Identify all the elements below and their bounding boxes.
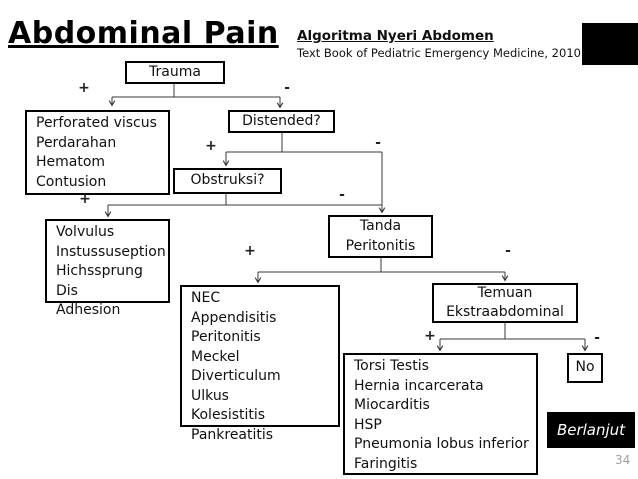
node-label: Ekstraabdominal xyxy=(446,304,564,320)
node-perforated-viscus: Perforated viscus Perdarahan Hematom Con… xyxy=(25,110,170,195)
diagnosis-item: NEC xyxy=(191,290,221,306)
node-no: No xyxy=(567,353,603,383)
reference-heading: Algoritma Nyeri Abdomen xyxy=(297,28,494,44)
branch-label-distended-minus: - xyxy=(375,135,381,151)
diagnosis-item: Meckel Diverticulum xyxy=(191,348,281,385)
branch-label-trauma-minus: - xyxy=(284,80,290,96)
diagnosis-item: Pankreatitis xyxy=(191,426,274,443)
node-label: Temuan xyxy=(477,284,533,301)
reference-source: Text Book of Pediatric Emergency Medicin… xyxy=(297,45,581,60)
node-temuan-ekstraabdominal: Temuan Ekstraabdominal xyxy=(432,283,578,323)
node-label: Obstruksi? xyxy=(190,172,265,189)
node-trauma: Trauma xyxy=(125,61,225,84)
corner-decoration xyxy=(582,23,638,65)
diagnosis-item: Faringitis xyxy=(354,455,418,472)
diagnosis-item: Peritonitis xyxy=(191,329,261,345)
node-label: Tanda xyxy=(359,218,402,234)
node-tanda-peritonitis: Tanda Peritonitis xyxy=(328,215,433,258)
diagnosis-item: Instussuseption xyxy=(56,243,166,260)
page-title: Abdominal Pain xyxy=(8,16,279,51)
diagnosis-item: Ulkus xyxy=(191,387,229,404)
branch-label-peritonitis-minus: - xyxy=(505,243,511,259)
node-distended: Distended? xyxy=(228,110,335,133)
diagnosis-item: Volvulus xyxy=(56,224,115,240)
node-label: Trauma xyxy=(149,63,201,80)
branch-label-obstruksi-plus: + xyxy=(79,191,91,207)
diagnosis-item: Hichssprung Dis xyxy=(56,263,143,299)
continue-badge: Berlanjut xyxy=(547,412,635,448)
node-volvulus: Volvulus Instussuseption Hichssprung Dis… xyxy=(45,219,170,318)
branch-label-distended-plus: + xyxy=(205,138,217,154)
reference-block: Algoritma Nyeri Abdomen Text Book of Ped… xyxy=(297,28,581,60)
diagnosis-item: Hematom xyxy=(36,154,106,170)
diagnosis-item: Adhesion xyxy=(56,302,121,318)
node-label: No xyxy=(575,359,595,376)
node-obstruksi: Obstruksi? xyxy=(173,168,282,194)
diagnosis-item: Kolesistitis xyxy=(191,407,266,423)
diagnosis-item: Miocarditis xyxy=(354,397,430,413)
node-label: Distended? xyxy=(242,112,321,129)
branch-label-peritonitis-plus: + xyxy=(244,243,256,259)
branch-label-temuan-plus: + xyxy=(424,328,436,344)
diagnosis-item: Perdarahan xyxy=(36,134,117,151)
diagnosis-item: Perforated viscus xyxy=(36,115,157,131)
diagnosis-item: Appendisitis xyxy=(191,309,277,326)
continue-label: Berlanjut xyxy=(556,421,626,439)
branch-label-trauma-plus: + xyxy=(78,80,90,96)
node-label: Peritonitis xyxy=(345,237,416,254)
node-nec: NEC Appendisitis Peritonitis Meckel Dive… xyxy=(180,285,340,443)
branch-label-temuan-minus: - xyxy=(594,330,600,346)
diagnosis-item: Pneumonia lobus inferior xyxy=(354,436,529,452)
page-number: 34 xyxy=(615,453,631,467)
diagnosis-item: HSP xyxy=(354,416,382,433)
diagnosis-item: Hernia incarcerata xyxy=(354,377,484,394)
diagnosis-item: Torsi Testis xyxy=(354,358,429,374)
branch-label-obstruksi-minus: - xyxy=(339,187,345,203)
diagnosis-item: Contusion xyxy=(36,173,107,190)
node-torsi-testis: Torsi Testis Hernia incarcerata Miocardi… xyxy=(343,353,538,475)
